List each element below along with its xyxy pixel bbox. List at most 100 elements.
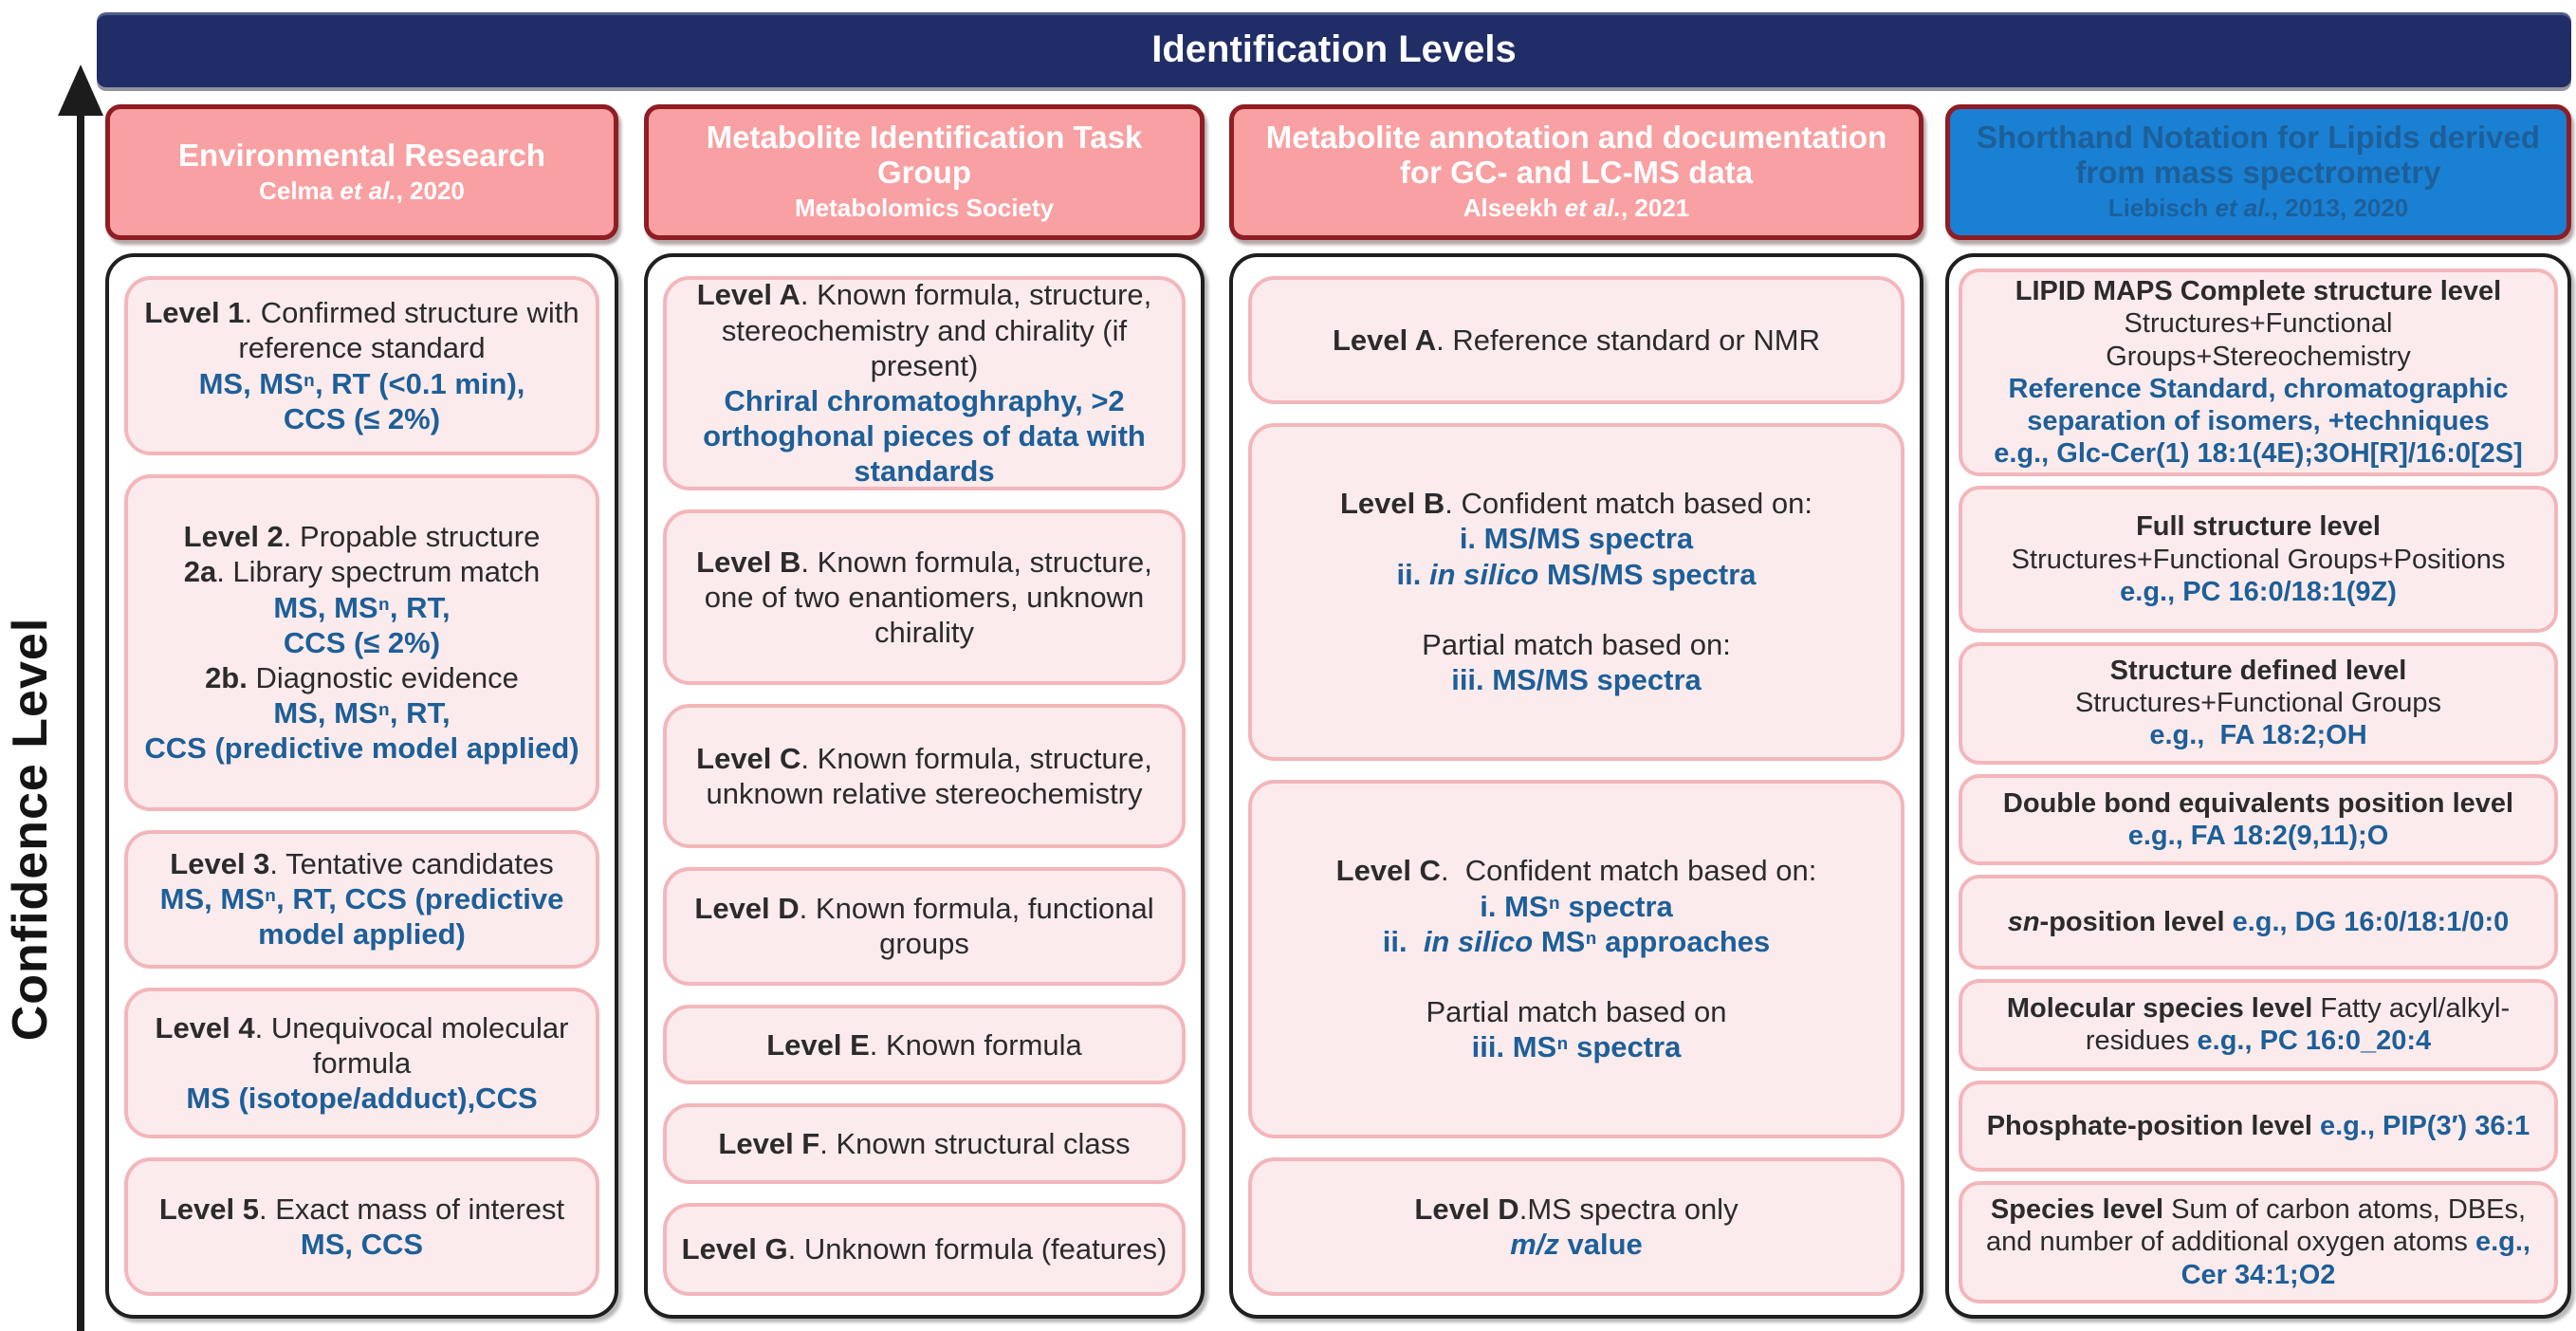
text-run: Level D <box>694 892 800 926</box>
column-boxes-metabolite-annotation-documentation: Level A. Reference standard or NMR Level … <box>1229 253 1923 1319</box>
text-line: CCS (≤ 2%) <box>141 401 582 436</box>
text-run: Structures+Functional Groups+Stereochemi… <box>2106 308 2411 372</box>
text-line: Level D.MS spectra only <box>1265 1192 1887 1227</box>
text-line: MS, CCS <box>141 1227 582 1262</box>
text-run: Level G <box>681 1232 788 1266</box>
double-bond-equivalents-position-level: Double bond equivalents position level e… <box>1959 773 2558 866</box>
text-line: Partial match based on: <box>1265 627 1887 662</box>
text-run: e.g., Cer 34:1;O2 <box>2180 1227 2530 1290</box>
column-header-title: Metabolite Identification Task Group <box>662 120 1187 191</box>
column-header-subtitle: Celma et al., 2020 <box>259 176 465 206</box>
text-line: Level G. Unknown formula (features) <box>680 1231 1168 1266</box>
column-header-title: Environmental Research <box>178 138 545 174</box>
species-level: Species level Sum of carbon atoms, DBEs,… <box>1959 1181 2558 1304</box>
text-run: et al. <box>340 176 396 205</box>
level-b: Level B. Known formula, structure, one o… <box>663 508 1186 686</box>
text-run: . Confirmed structure with reference sta… <box>238 296 580 365</box>
text-run: MS/MS spectra <box>1538 557 1757 591</box>
text-line: Structure defined level <box>1974 655 2543 687</box>
text-run: .MS spectra only <box>1518 1192 1739 1226</box>
text-line: Level F. Known structural class <box>680 1126 1168 1161</box>
text-run: Partial match based on: <box>1422 627 1731 661</box>
text-run: et al. <box>1564 194 1621 223</box>
text-line: Level 1. Confirmed structure with refere… <box>141 295 582 365</box>
text-run: . Tentative candidates <box>269 847 554 881</box>
text-run: Level C <box>1335 854 1441 888</box>
text-line: Species level Sum of carbon atoms, DBEs,… <box>1974 1193 2543 1291</box>
sn-position-level: sn-position level e.g., DG 16:0/18:1/0:0 <box>1959 875 2558 971</box>
text-run: . Known formula, structure, stereochemis… <box>721 278 1152 382</box>
banner: Identification Levels <box>97 12 2571 87</box>
text-run: Diagnostic evidence <box>247 661 519 694</box>
text-run: e.g., DG 16:0/18:1/0:0 <box>2232 907 2510 938</box>
text-line <box>1265 592 1887 627</box>
confidence-arrow-head-icon <box>58 65 103 116</box>
text-run: -position level <box>2039 907 2233 938</box>
text-run: . Confident match based on: <box>1440 854 1817 888</box>
text-line: i. MS/MS spectra <box>1265 521 1887 556</box>
level-a: Level A. Known formula, structure, stere… <box>663 276 1186 490</box>
text-run: Level B <box>696 545 801 579</box>
text-line: Structures+Functional Groups+Positions <box>1974 544 2543 576</box>
text-run: Level A <box>1332 323 1437 357</box>
text-run: 2b. <box>205 661 248 694</box>
text-run: Phosphate-position level <box>1986 1110 2320 1141</box>
text-line: Level 4. Unequivocal molecular formula <box>141 1010 582 1081</box>
text-run: MS, MSⁿ, RT, CCS (predictive model appli… <box>159 882 564 952</box>
banner-title: Identification Levels <box>1151 28 1517 70</box>
column-metabolite-annotation-documentation: Metabolite annotation and documentation … <box>1229 104 1923 1319</box>
text-run: e.g., PIP(3′) 36:1 <box>2319 1110 2530 1141</box>
text-run: Level C <box>696 741 801 775</box>
molecular-species-level: Molecular species level Fatty acyl/alkyl… <box>1959 979 2558 1071</box>
text-run: ii. <box>1396 557 1429 591</box>
text-run: Structures+Functional Groups+Positions <box>2011 544 2506 575</box>
text-run: . Reference standard or NMR <box>1436 323 1821 357</box>
text-line: Level 5. Exact mass of interest <box>141 1192 582 1227</box>
text-line: m/z value <box>1265 1227 1887 1262</box>
text-run <box>1573 960 1581 993</box>
level-b: Level B. Confident match based on:i. MS/… <box>1248 422 1904 761</box>
text-run: . Known formula, structure, one of two e… <box>704 545 1152 650</box>
text-run: Level 1 <box>144 296 245 330</box>
text-run: in silico <box>1423 924 1534 958</box>
text-run: Level E <box>766 1027 870 1062</box>
text-run: MSⁿ approaches <box>1533 924 1771 958</box>
text-run: . Library spectrum match <box>216 555 541 589</box>
text-run: m/z <box>1510 1228 1559 1262</box>
text-run: Molecular species level <box>2006 993 2313 1025</box>
column-header-metabolite-annotation-documentation: Metabolite annotation and documentation … <box>1229 104 1923 240</box>
column-environmental-research: Environmental Research Celma et al., 202… <box>105 104 618 1319</box>
text-run: in silico <box>1428 557 1539 591</box>
text-run: Metabolomics Society <box>794 194 1055 223</box>
text-run: Level F <box>718 1127 820 1161</box>
level-f: Level F. Known structural class <box>663 1103 1186 1184</box>
text-line: ii. in silico MS/MS spectra <box>1265 557 1887 592</box>
text-line: Level C. Confident match based on: <box>1265 853 1887 888</box>
text-run: , 2020 <box>396 176 465 205</box>
column-header-subtitle: Alseekh et al., 2021 <box>1463 194 1690 223</box>
text-run: Metabolite annotation and documentation … <box>1265 120 1887 191</box>
text-run: CCS (predictive model applied) <box>144 731 580 766</box>
text-run: Structure defined level <box>2109 655 2407 686</box>
text-run: et al. <box>2215 194 2272 223</box>
text-run: . Unknown formula (features) <box>787 1232 1168 1266</box>
confidence-arrow-shaft <box>77 112 84 1331</box>
text-line: i. MSⁿ spectra <box>1265 889 1887 924</box>
text-line: 2b. Diagnostic evidence <box>141 660 582 695</box>
text-line: sn-position level e.g., DG 16:0/18:1/0:0 <box>1974 906 2543 938</box>
text-line: MS, MSⁿ, RT, CCS (predictive model appli… <box>141 881 582 952</box>
text-line: CCS (≤ 2%) <box>141 625 582 660</box>
text-line: Molecular species level Fatty acyl/alkyl… <box>1974 992 2543 1057</box>
text-run: , 2013, 2020 <box>2271 194 2409 223</box>
text-line: Structures+Functional Groups+Stereochemi… <box>1974 307 2543 372</box>
text-run: MS, MSⁿ, RT (<0.1 min), <box>198 366 525 400</box>
text-run: Shorthand Notation for Lipids derived fr… <box>1977 120 2540 191</box>
text-run: Reference Standard, chromatographic sepa… <box>2008 373 2509 436</box>
text-line: Double bond equivalents position level e… <box>1974 787 2543 852</box>
text-line: MS, MSⁿ, RT, <box>141 695 582 730</box>
